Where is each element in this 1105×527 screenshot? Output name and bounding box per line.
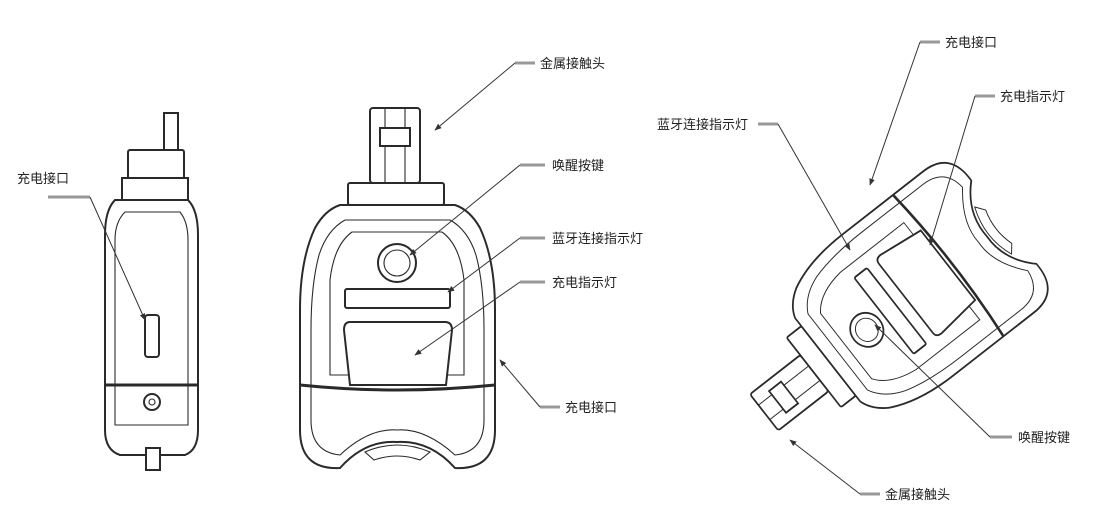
perspective-wake-button-label: 唤醒按键 xyxy=(1018,431,1070,446)
front-charging-indicator-label: 充电指示灯 xyxy=(552,275,617,291)
front-metal-contact-label: 金属接触头 xyxy=(540,56,605,72)
front-view-device xyxy=(298,106,497,470)
perspective-charging-port-label: 充电接口 xyxy=(945,35,997,51)
perspective-metal-contact-label: 金属接触头 xyxy=(885,487,950,503)
side-charging-port-label: 充电接口 xyxy=(17,171,69,187)
front-wake-button-label: 唤醒按键 xyxy=(552,159,604,174)
perspective-charging-indicator-label: 充电指示灯 xyxy=(1000,89,1065,105)
perspective-view-device xyxy=(706,150,1061,483)
front-charging-port-label: 充电接口 xyxy=(565,400,617,416)
front-bluetooth-indicator-label: 蓝牙连接指示灯 xyxy=(552,231,643,247)
side-view-device xyxy=(104,112,199,471)
perspective-bluetooth-indicator-label: 蓝牙连接指示灯 xyxy=(657,117,748,133)
